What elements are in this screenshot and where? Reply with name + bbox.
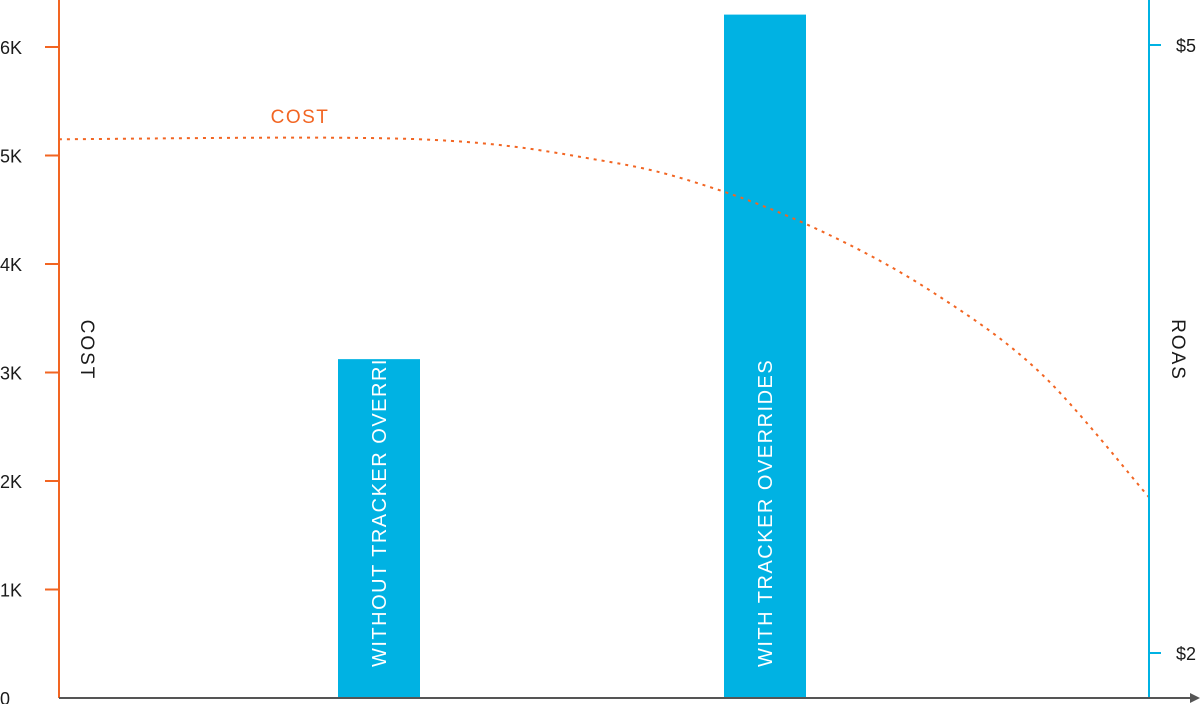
right-axis-ticks: $2 $5 bbox=[1149, 36, 1196, 664]
right-axis-tick-label: $5 bbox=[1176, 36, 1196, 56]
left-axis-tick-label: 0 bbox=[0, 689, 10, 704]
x-axis-arrow-icon bbox=[1190, 693, 1200, 703]
left-axis-tick-label: 2K bbox=[0, 472, 22, 492]
bar-category-label: WITH TRACKER OVERRIDES bbox=[755, 359, 777, 667]
left-axis-tick-label: 6K bbox=[0, 38, 22, 58]
right-axis-tick-label: $2 bbox=[1176, 644, 1196, 664]
left-axis-tick-label: 4K bbox=[0, 255, 22, 275]
left-axis-ticks: 0 1K 2K 3K 4K 5K 6K bbox=[0, 38, 59, 704]
bar-category-label: WITHOUT TRACKER OVERRIDES bbox=[369, 312, 391, 667]
right-axis-title: ROAS bbox=[1167, 319, 1188, 381]
cost-line-label: COST bbox=[271, 107, 330, 128]
left-axis-tick-label: 1K bbox=[0, 581, 22, 601]
bar bbox=[338, 359, 420, 698]
left-axis-tick-label: 3K bbox=[0, 364, 22, 384]
left-axis-tick-label: 5K bbox=[0, 147, 22, 167]
bar bbox=[724, 14, 806, 698]
left-axis-title: COST bbox=[76, 320, 97, 381]
cost-line bbox=[58, 136, 1150, 498]
bars-group bbox=[338, 14, 806, 698]
bar-labels-group: WITHOUT TRACKER OVERRIDES WITH TRACKER OV… bbox=[369, 312, 777, 667]
